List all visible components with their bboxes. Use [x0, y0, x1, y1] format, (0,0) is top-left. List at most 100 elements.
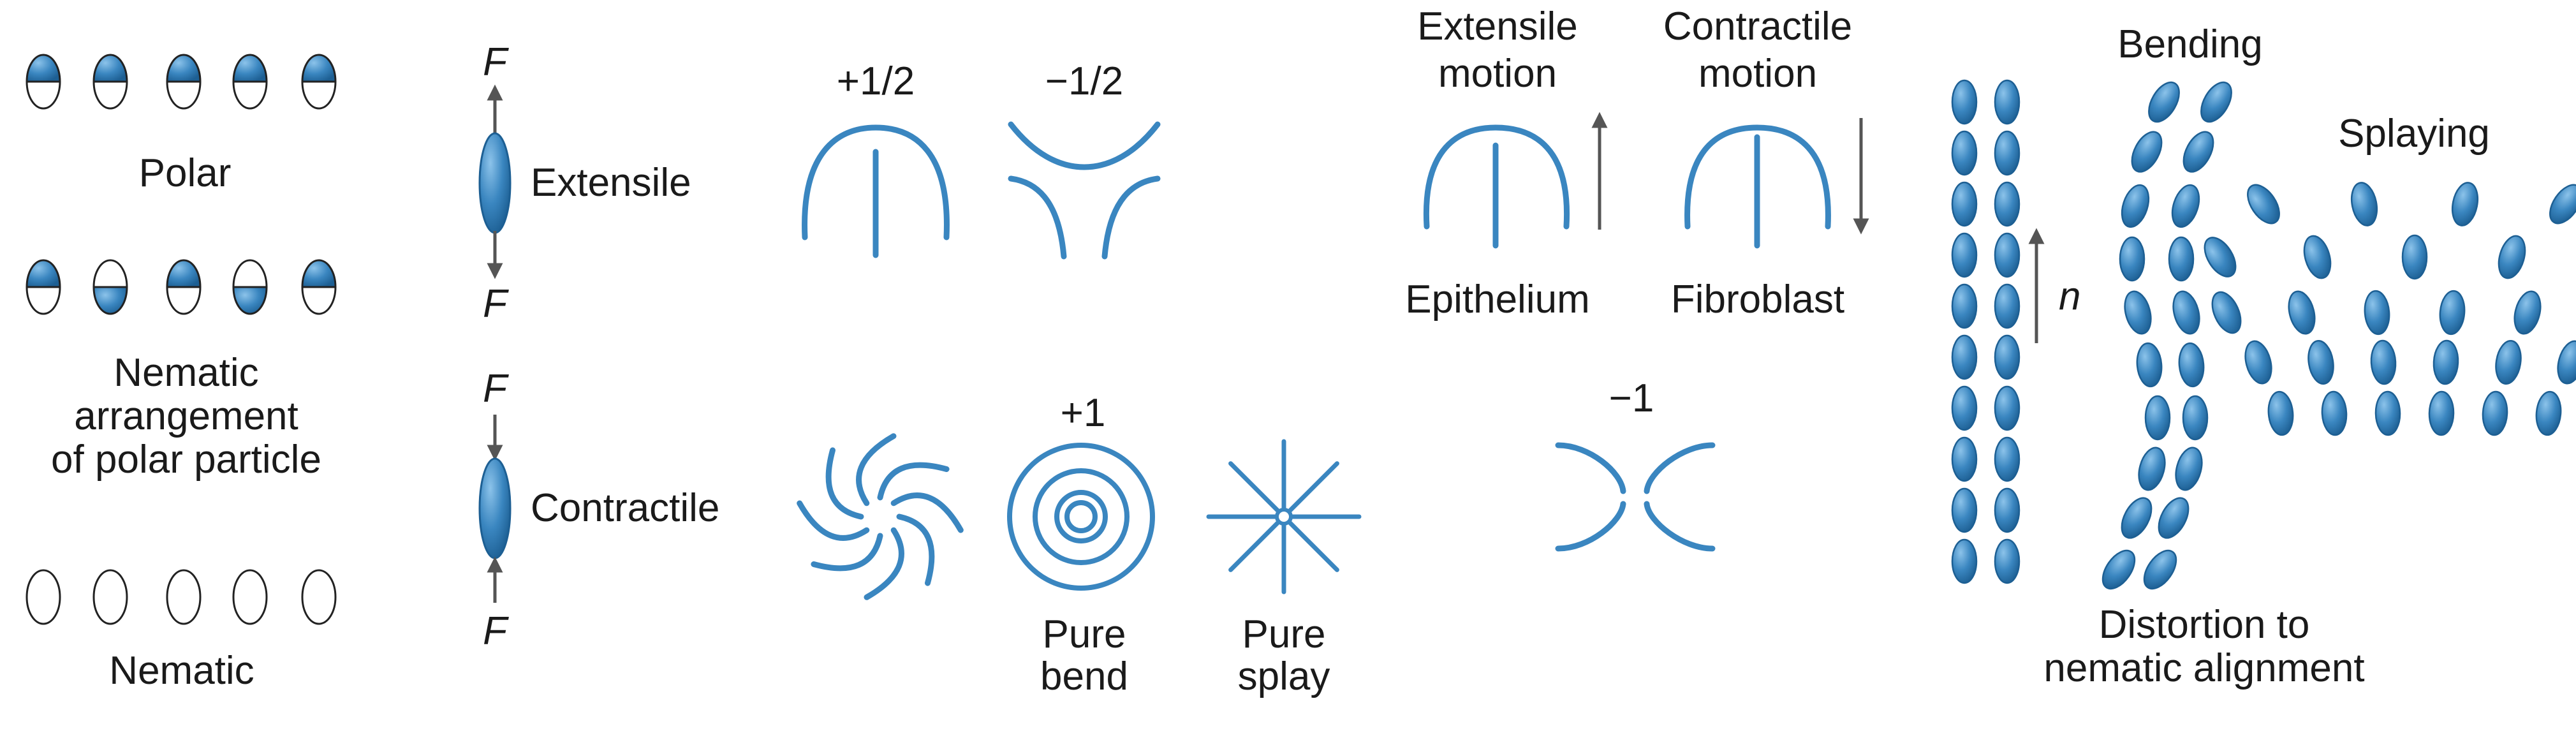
cell	[1994, 487, 2020, 533]
vortex-arc	[896, 513, 935, 586]
cell	[2364, 290, 2390, 336]
polar-particle	[92, 54, 128, 110]
label-line: Contractile	[1663, 4, 1852, 48]
cell	[2131, 131, 2163, 173]
cell	[2432, 339, 2459, 385]
cell	[2200, 81, 2232, 123]
cell	[2124, 290, 2152, 335]
vortex-arc	[856, 433, 897, 506]
label-line: Nematic	[114, 351, 258, 395]
force-symbol-bottom: F	[483, 609, 509, 653]
cell	[2247, 184, 2280, 225]
cell	[1951, 232, 1978, 278]
cell	[2535, 390, 2562, 436]
cell	[2175, 447, 2203, 491]
nematic-particle	[166, 569, 202, 625]
splaying-label: Splaying	[2338, 112, 2490, 156]
cell	[2451, 182, 2479, 226]
plus-one-label: +1	[1061, 391, 1106, 435]
vortex-arc	[797, 500, 870, 541]
polar-particle	[92, 259, 128, 315]
splay-ray	[1228, 461, 1286, 519]
vortex-arc	[890, 492, 964, 533]
vortex-arc	[864, 527, 904, 600]
nematic-label: Nematic	[109, 649, 254, 693]
cell	[1994, 436, 2020, 482]
cell	[1994, 181, 2020, 227]
cell	[2350, 182, 2378, 226]
cell	[2495, 340, 2522, 385]
cell	[2498, 235, 2526, 279]
aligned-column	[1951, 79, 2020, 584]
label-line: motion	[1438, 52, 1557, 96]
minus-one-label: −1	[1609, 376, 1654, 420]
cell	[1951, 130, 1978, 176]
cell	[2244, 340, 2272, 385]
splay-ray	[1281, 514, 1339, 572]
contractile-motion-defect	[1684, 124, 1831, 249]
cell	[2121, 184, 2150, 228]
vortex-arc	[877, 462, 950, 501]
label-line: of polar particle	[51, 438, 321, 482]
nematic-particle	[92, 569, 128, 625]
cell	[2143, 549, 2177, 590]
minus-half-defect	[1008, 121, 1161, 260]
polar-particle	[26, 259, 61, 315]
plus-half-label: +1/2	[837, 59, 915, 103]
force-symbol-bottom: F	[483, 282, 509, 326]
cell	[2136, 342, 2163, 388]
minus-half-label: −1/2	[1045, 59, 1123, 103]
bending-column	[2101, 81, 2232, 590]
nematic-row	[26, 569, 337, 625]
cell	[1994, 79, 2020, 125]
cell	[1951, 538, 1978, 584]
director-label: n	[2059, 274, 2080, 318]
cell	[2182, 395, 2209, 441]
polar-particle	[166, 54, 202, 110]
cell	[2171, 184, 2200, 228]
cell	[2144, 395, 2171, 441]
polar-particle	[232, 54, 268, 110]
cell	[2374, 390, 2401, 436]
cell	[2172, 290, 2200, 335]
cell	[2121, 497, 2153, 539]
label-line: Distortion to	[2099, 603, 2310, 647]
cell	[1994, 130, 2020, 176]
cell	[1951, 334, 1978, 380]
extensile-motion-defect	[1423, 124, 1570, 249]
cell	[2370, 339, 2397, 385]
epithelium-label: Epithelium	[1405, 277, 1589, 321]
cell	[2513, 290, 2542, 335]
polar-particle	[26, 54, 61, 110]
cell	[2267, 390, 2294, 436]
cell	[2119, 236, 2145, 282]
cell	[1994, 283, 2020, 329]
contractile-label: Contractile	[531, 486, 719, 530]
polar-label: Polar	[139, 151, 232, 195]
polar-row	[26, 54, 337, 110]
vortex-arc	[811, 533, 883, 572]
cell	[2482, 390, 2508, 436]
cell	[2549, 184, 2576, 225]
label-line: splay	[1238, 654, 1330, 698]
splay-ray	[1228, 514, 1286, 572]
label-line: Pure	[1043, 612, 1126, 656]
splaying-fan	[2204, 182, 2576, 436]
nematic-particle	[232, 569, 268, 625]
pure-bend-defect	[1007, 443, 1155, 591]
cell	[2428, 390, 2455, 436]
nematic-particle	[26, 569, 61, 625]
cell	[2557, 340, 2576, 385]
force-symbol-top: F	[483, 367, 509, 411]
cell	[1994, 334, 2020, 380]
vortex-defect	[797, 433, 964, 600]
nematic-polar-row	[26, 259, 337, 315]
fibroblast-label: Fibroblast	[1671, 277, 1844, 321]
cell	[2401, 234, 2428, 280]
cell	[2138, 447, 2166, 491]
cell	[1951, 487, 1978, 533]
